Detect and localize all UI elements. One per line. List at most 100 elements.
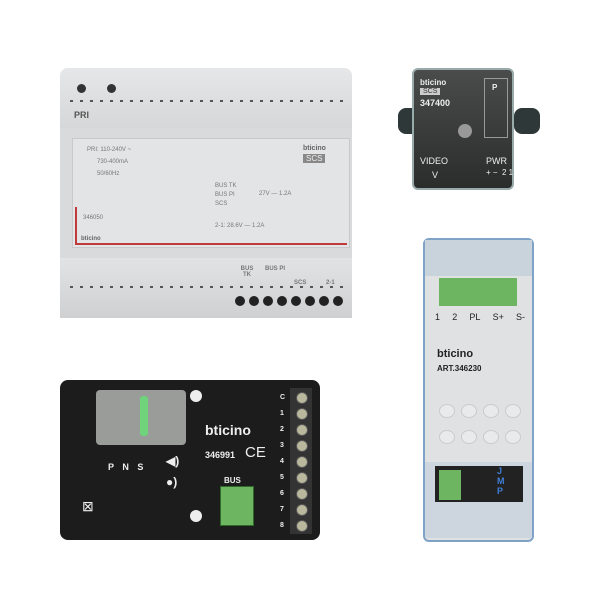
terminal-label: SCS [294,280,307,286]
terminal-labels: 1 2 PL S+ S- [435,312,525,322]
jumper-label: P [492,83,498,92]
weee-bin-icon: ⊠ [82,498,94,514]
terminal [235,296,245,306]
jumper-block: P [484,78,508,138]
brand-logo: bticino [303,145,326,152]
terminal-label: 4 [280,458,284,465]
brand-logo: bticino [81,236,101,242]
indicator [461,404,477,418]
bus-connector[interactable] [220,486,254,526]
terminal-label: 6 [280,490,284,497]
microphone-icon: ●) [166,475,178,489]
terminal-label: BUS PI [264,266,285,272]
vents [70,286,345,288]
terminal [296,424,308,436]
terminal-label: 8 [280,522,284,529]
terminal-label: 5 [280,474,284,481]
terminal-label: BUS TK [240,266,254,278]
screw-icon [107,84,116,93]
terminal [296,440,308,452]
model-number: 346991 [205,450,236,460]
jumper-label: P [497,486,504,496]
terminal-strip [290,388,312,534]
pwr-sub: + − 2 1 [486,168,514,177]
terminal [296,456,308,468]
bus-connector[interactable] [439,470,461,500]
indicator [439,430,455,444]
bus-rating: 27V — 1.2A [259,191,292,197]
brand-logo: bticino [437,348,474,360]
pri-label: PRI [74,110,90,120]
terminal [296,504,308,516]
bus-line: SCS [215,201,228,207]
terminal-label: 1 [435,312,441,322]
screw-icon [458,124,472,138]
hole [190,390,202,402]
terminal-label: S+ [492,312,504,322]
pns-label: P N S [108,462,147,472]
terminal [263,296,273,306]
interface-346991: bticino 346991 CE P N S ◀) ●) ⊠ BUS C 1 … [60,380,320,540]
bus-label: BUS [224,476,241,485]
indicator [439,404,455,418]
terminal [249,296,259,306]
terminal-labels: C 1 2 3 4 5 6 7 8 [280,390,288,534]
terminal-label: PL [469,312,481,322]
spec: PRI: 110-240V ~ [87,147,132,153]
terminal-label: 2-1 [326,280,335,286]
jumper-labels: J M P [497,466,505,496]
terminal [296,408,308,420]
psu-bottom [60,258,352,318]
terminal-label: S- [516,312,525,322]
terminal [305,296,315,306]
brand-logo: bticino [420,78,447,87]
series-logo: SCS [420,88,441,95]
terminal-label: 7 [280,506,284,513]
video-label: VIDEO [420,156,449,166]
indicator [483,404,499,418]
mounting-ear [514,108,540,134]
spec: 50/60Hz [97,171,120,177]
terminal [291,296,301,306]
model-number: 347400 [420,98,451,108]
ce-mark: CE [245,444,266,461]
terminal-block [439,278,517,306]
power-supply-346050: PRI PRI: 110-240V ~ 730-400mA 50/60Hz bt… [60,68,352,318]
indicator [483,430,499,444]
psu-top [60,68,352,128]
red-line [75,207,77,245]
aux-rating: 2-1: 28.6V — 1.2A [215,223,265,229]
indicator [505,430,521,444]
spec: 730-400mA [97,159,129,165]
jumper-label: J [497,466,503,476]
model-number: 346050 [83,215,104,221]
video-node-347400: bticino SCS 347400 P VIDEO V PWR + − 2 1 [412,68,514,190]
terminal [277,296,287,306]
pwr-label: PWR [486,156,507,166]
indicator [505,404,521,418]
indicator [461,430,477,444]
hole [190,510,202,522]
bus-line: BUS TK [215,183,237,189]
terminal-label: 2 [280,426,284,433]
switch [140,396,148,436]
video-sub: V [432,170,439,180]
switch-window [96,390,186,445]
model-number: ART.346230 [437,364,482,373]
terminal [296,392,308,404]
terminal [296,488,308,500]
brand-logo: bticino [205,422,251,438]
terminal [319,296,329,306]
vents [70,100,345,102]
red-line [75,243,347,245]
terminal-label: 1 [280,410,284,417]
terminal-label: C [280,394,286,401]
top-cover [425,240,532,276]
bus-line: BUS PI [215,192,235,198]
series-logo: SCS [303,154,326,163]
terminal [296,472,308,484]
speaker-icon: ◀) [166,454,180,468]
din-module-346230: 1 2 PL S+ S- bticino ART.346230 J M P [423,238,534,542]
terminal [333,296,343,306]
terminal [296,520,308,532]
